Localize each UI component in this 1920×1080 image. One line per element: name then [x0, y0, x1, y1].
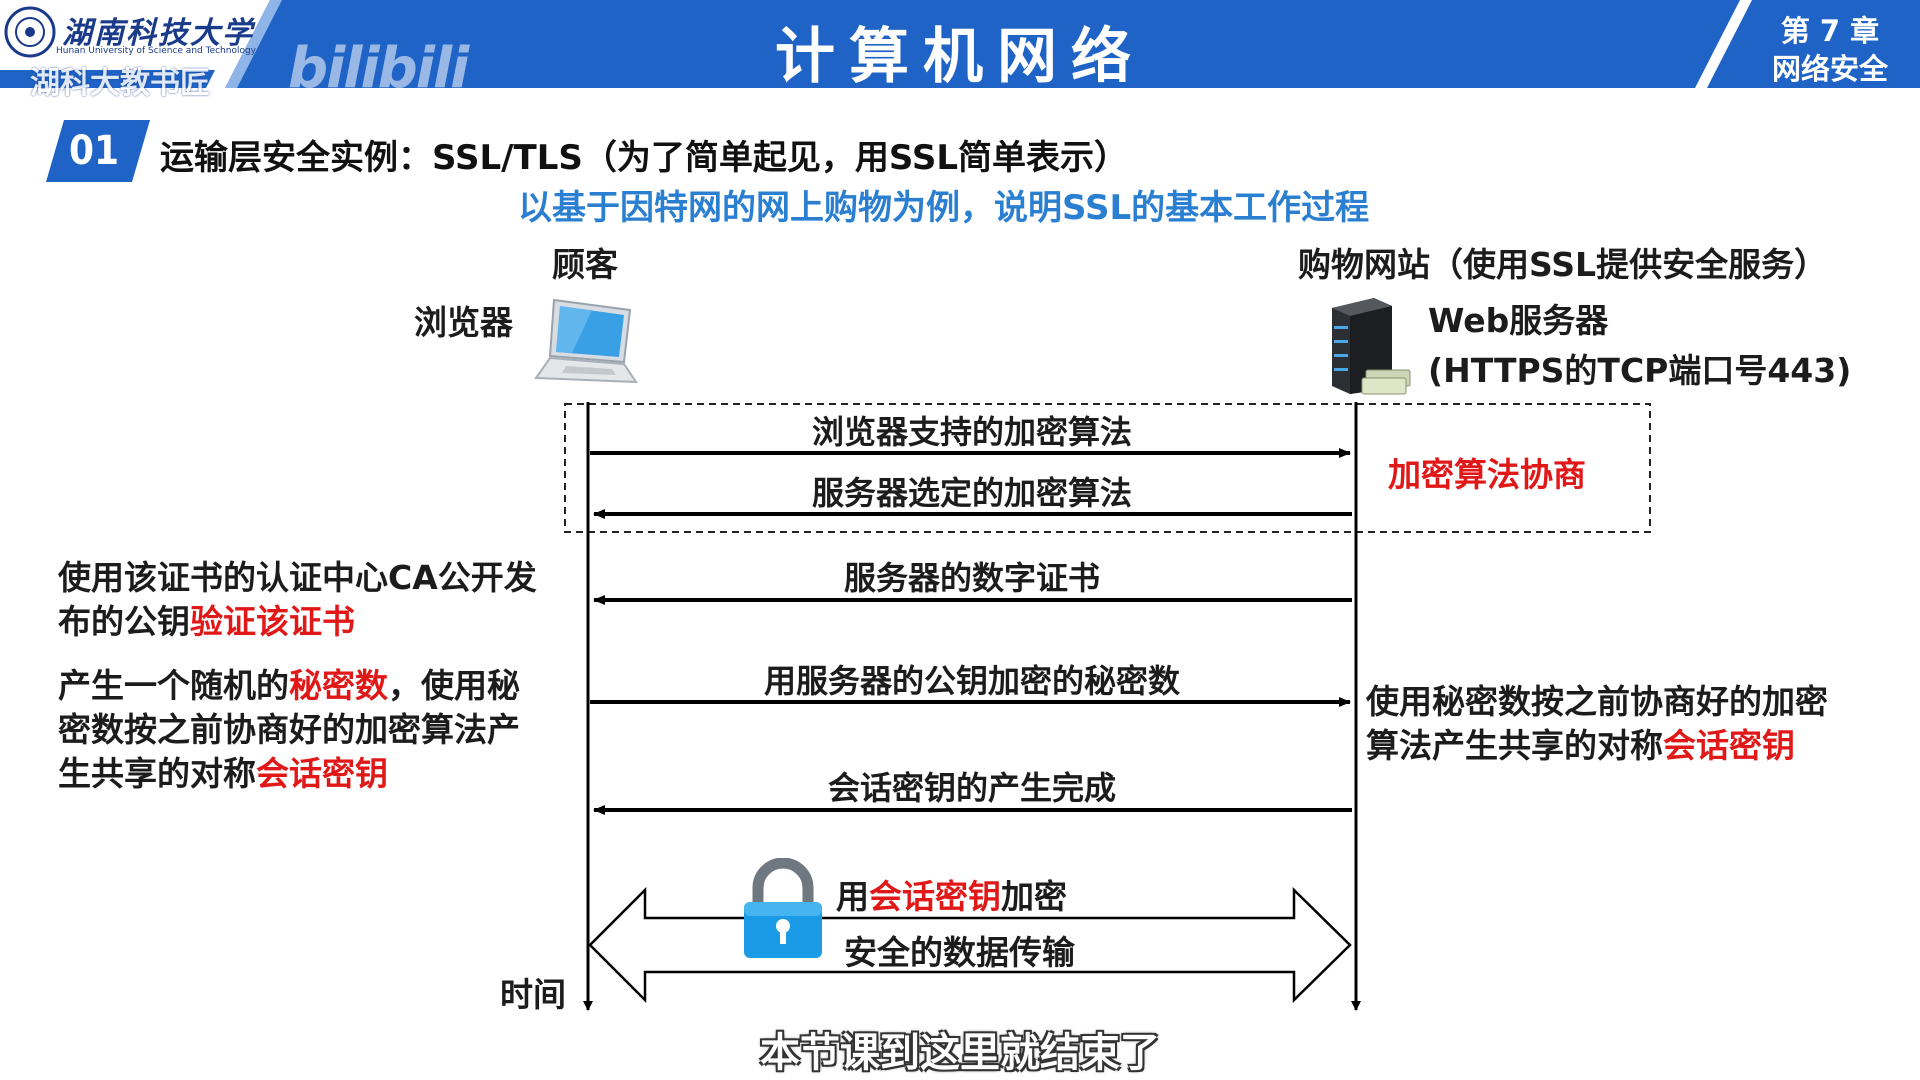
platform-logo: bilibili: [288, 36, 469, 101]
header-background: [0, 0, 1920, 88]
client-note-verify-highlight: 验证该证书: [190, 602, 355, 641]
client-note-generate: 产生一个随机的秘密数，使用秘 密数按之前协商好的加密算法产 生共享的对称会话密钥: [58, 664, 520, 796]
client-note-verify-text2: 布的公钥: [58, 602, 190, 641]
message-label-3: 服务器的数字证书: [843, 559, 1100, 597]
message-label-1: 浏览器支持的加密算法: [811, 413, 1132, 451]
client-note-verify-text1: 使用该证书的认证中心CA公开发: [58, 558, 537, 597]
secure-channel-double-arrow: [588, 886, 1352, 1004]
server-note-text2: 算法产生共享的对称: [1366, 726, 1663, 765]
chapter-name: 网络安全: [1771, 52, 1888, 86]
client-device-label: 浏览器: [414, 303, 513, 342]
secure-data-transfer-label: 安全的数据传输: [844, 933, 1075, 972]
chapter-number: 第 7 章: [1780, 14, 1880, 48]
server-port-label: (HTTPS的TCP端口号443): [1428, 351, 1852, 390]
secure-channel-highlight: 会话密钥: [869, 877, 1001, 916]
client-note-gen-highlight1: 秘密数: [289, 666, 388, 705]
server-note: 使用秘密数按之前协商好的加密 算法产生共享的对称会话密钥: [1366, 680, 1828, 768]
server-note-text1: 使用秘密数按之前协商好的加密: [1366, 682, 1828, 721]
client-note-gen-text4: 生共享的对称: [58, 754, 256, 793]
negotiation-label: 加密算法协商: [1388, 455, 1586, 494]
server-note-highlight: 会话密钥: [1663, 726, 1795, 765]
section-badge: [46, 120, 150, 182]
time-axis-label: 时间: [500, 975, 566, 1014]
client-note-gen-text1: 产生一个随机的: [58, 666, 289, 705]
section-number: 01: [68, 128, 120, 174]
course-title: 计算机网络: [775, 22, 1145, 92]
channel-watermark: 湖科大教书匠: [30, 66, 210, 101]
header-bar: 湖南科技大学 Hunan University of Science and T…: [0, 0, 1920, 101]
secure-channel-prefix: 用: [836, 877, 869, 916]
secure-channel-suffix: 加密: [1001, 877, 1067, 916]
secure-channel-label: 用会话密钥加密: [836, 870, 1067, 918]
negotiation-dashed-box: [564, 403, 1651, 533]
client-role-label: 顾客: [552, 245, 618, 284]
university-en-name: Hunan University of Science and Technolo…: [56, 46, 257, 56]
padlock-icon: [744, 858, 822, 958]
section-title: 运输层安全实例：SSL/TLS（为了简单起见，用SSL简单表示）: [160, 138, 1128, 178]
server-device-label: Web服务器: [1428, 301, 1609, 340]
client-note-gen-text3: 密数按之前协商好的加密算法产: [58, 710, 520, 749]
university-name: 湖南科技大学: [62, 16, 254, 51]
section-subtitle: 以基于因特网的网上购物为例，说明SSL的基本工作过程: [518, 188, 1370, 228]
video-subtitle-caption: 本节课到这里就结束了: [760, 1030, 1160, 1076]
message-label-5: 会话密钥的产生完成: [827, 769, 1116, 807]
message-label-2: 服务器选定的加密算法: [811, 474, 1132, 512]
server-role-label: 购物网站（使用SSL提供安全服务）: [1298, 245, 1828, 284]
laptop-icon: [534, 298, 638, 384]
client-note-verify: 使用该证书的认证中心CA公开发 布的公钥验证该证书: [58, 556, 537, 644]
server-icon: [1332, 298, 1411, 395]
client-note-gen-highlight2: 会话密钥: [256, 754, 388, 793]
message-label-4: 用服务器的公钥加密的秘密数: [763, 662, 1180, 700]
client-note-gen-text2: ，使用秘: [388, 666, 520, 705]
